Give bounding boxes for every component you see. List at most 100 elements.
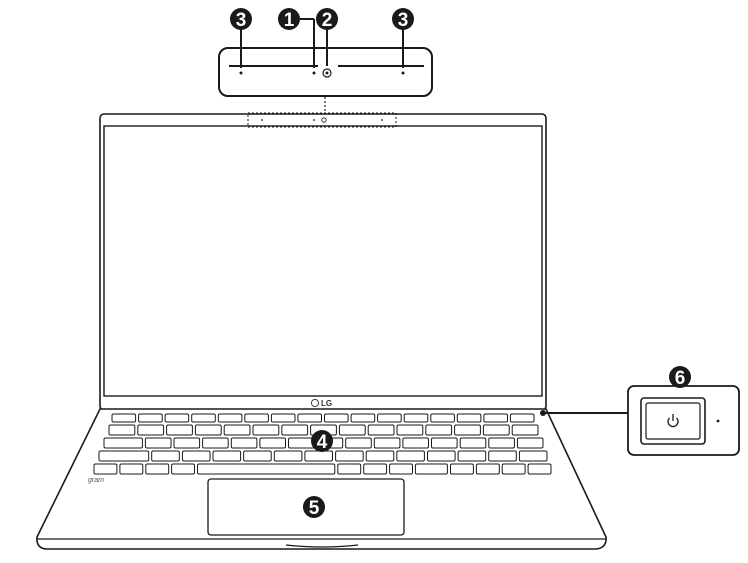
keyboard-key: [414, 463, 448, 475]
keyboard-key: [373, 437, 401, 449]
callout-touchpad: 5: [303, 496, 325, 519]
lid-notch: [285, 544, 359, 548]
keyboard-key: [103, 437, 143, 449]
keyboard-key: [223, 424, 251, 436]
keyboard-key: [377, 413, 402, 423]
callout-webcam: 2: [316, 8, 338, 31]
keyboard-key: [191, 413, 216, 423]
keyboard-key: [164, 413, 190, 423]
keyboard-key: [427, 450, 456, 462]
keyboard-key: [457, 450, 487, 462]
keyboard-key: [243, 450, 272, 462]
keyboard-key: [389, 463, 414, 475]
keyboard-key: [324, 413, 349, 423]
keyboard-key: [363, 463, 388, 475]
keyboard-key: [138, 413, 163, 423]
callout-microphone: 1: [278, 8, 300, 31]
svg-text:LG: LG: [321, 399, 332, 408]
keyboard-key: [403, 413, 429, 423]
svg-text:2: 2: [322, 10, 333, 31]
keyboard-key: [166, 424, 193, 436]
keyboard-key: [527, 463, 552, 475]
keyboard-key: [270, 413, 296, 423]
keyboard-key: [516, 437, 544, 449]
callout-speaker-left: 3: [230, 8, 252, 31]
keyboard-key: [212, 450, 242, 462]
callout-speaker-right: 3: [392, 8, 414, 31]
keyboard-key: [338, 424, 366, 436]
keyboard-key: [454, 424, 481, 436]
power-indicator-dot: [716, 419, 720, 423]
display-screen: [103, 125, 543, 397]
callout-keyboard: 4: [311, 430, 333, 453]
keyboard-key: [431, 437, 458, 449]
keyboard-key: [111, 413, 137, 423]
speaker-right-dot: [401, 71, 405, 75]
keyboard-key: [119, 463, 144, 475]
keyboard-key: [217, 413, 243, 423]
callout-power-button: 6: [669, 366, 691, 389]
keyboard-key: [281, 424, 309, 436]
keyboard-key: [335, 450, 364, 462]
camera-zoom-inset: [218, 18, 433, 97]
keyboard-key: [518, 450, 548, 462]
keyboard-key: [345, 437, 372, 449]
keyboard-key: [244, 413, 269, 423]
keyboard-key: [144, 437, 172, 449]
power-button-inset: [627, 385, 740, 456]
keyboard-key: [367, 424, 395, 436]
keyboard-key: [425, 424, 453, 436]
keyboard-key: [197, 463, 336, 475]
keyboard-key: [488, 437, 515, 449]
keyboard-key: [511, 424, 539, 436]
lg-logo: LG: [310, 398, 332, 408]
webcam-icon: [322, 68, 332, 78]
keyboard: [93, 413, 552, 475]
svg-text:5: 5: [309, 498, 320, 519]
keyboard-key: [396, 450, 425, 462]
svg-text:6: 6: [675, 368, 686, 389]
keyboard-key: [194, 424, 222, 436]
keyboard-key: [181, 450, 211, 462]
power-icon: [667, 414, 679, 428]
keyboard-key: [288, 437, 315, 449]
keyboard-key: [151, 450, 180, 462]
keyboard-key: [173, 437, 201, 449]
keyboard-key: [459, 437, 487, 449]
keyboard-key: [450, 463, 474, 475]
webcam-small-icon: [321, 117, 327, 123]
keyboard-key: [230, 437, 258, 449]
keyboard-key: [396, 424, 424, 436]
keyboard-key: [456, 413, 482, 423]
keyboard-key: [98, 450, 150, 462]
keyboard-key: [482, 424, 510, 436]
microphone-dot: [312, 71, 316, 75]
keyboard-key: [93, 463, 118, 475]
keyboard-key: [145, 463, 170, 475]
keyboard-key: [402, 437, 429, 449]
keyboard-key: [509, 413, 535, 423]
keyboard-key: [259, 437, 286, 449]
keyboard-key: [137, 424, 165, 436]
svg-text:1: 1: [284, 10, 295, 31]
keyboard-key: [171, 463, 196, 475]
svg-text:4: 4: [317, 432, 328, 453]
speaker-left-dot: [239, 71, 243, 75]
keyboard-key: [252, 424, 280, 436]
keyboard-key: [475, 463, 500, 475]
keyboard-key: [108, 424, 136, 436]
keyboard-key: [501, 463, 526, 475]
keyboard-key: [483, 413, 508, 423]
keyboard-key: [337, 463, 362, 475]
keyboard-key: [202, 437, 229, 449]
keyboard-key: [430, 413, 455, 423]
laptop-lid: LG: [99, 112, 547, 411]
svg-text:3: 3: [398, 10, 409, 31]
keyboard-key: [273, 450, 303, 462]
keyboard-key: [365, 450, 395, 462]
keyboard-key: [488, 450, 517, 462]
keyboard-key: [297, 413, 322, 423]
camera-area-highlight: [247, 112, 397, 128]
svg-text:gram: gram: [88, 477, 104, 484]
